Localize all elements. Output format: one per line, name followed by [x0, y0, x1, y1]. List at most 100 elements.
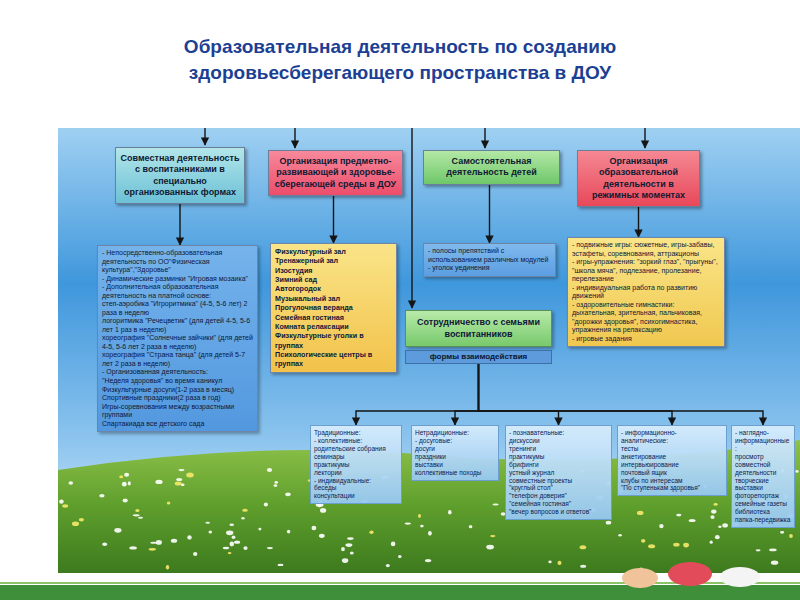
- node-subtext: интервьюирование: [621, 461, 723, 469]
- flower: [62, 504, 68, 507]
- flower: [771, 561, 778, 565]
- flower: [59, 499, 64, 503]
- node-text: Традиционные:: [314, 429, 398, 437]
- flower: [342, 558, 348, 563]
- node-subtext: Спартакиада все детского сада: [102, 420, 253, 429]
- flower: [648, 544, 655, 548]
- flower: [676, 514, 681, 517]
- header-box: Самостоятельная деятельность детей: [423, 150, 560, 185]
- node-subtext: анкетирование: [621, 453, 723, 461]
- flower: [405, 523, 411, 525]
- flower: [398, 555, 402, 558]
- flower: [425, 559, 431, 562]
- node-subtext: лектории: [314, 469, 398, 477]
- node-subtext: семейные газеты: [735, 500, 791, 508]
- form-box: Нетрадиционные:- досуговые:досугипраздни…: [411, 425, 499, 481]
- flower: [580, 565, 586, 568]
- flower: [714, 503, 718, 506]
- flower: [558, 561, 562, 565]
- node-subtext: практикумы: [509, 453, 608, 461]
- node-subtext: папка-передвижка: [735, 516, 791, 524]
- flower: [241, 517, 244, 519]
- flower: [548, 561, 551, 564]
- content-box: - подвижные игры: сюжетные, игры-забавы,…: [567, 237, 725, 347]
- flower: [448, 510, 452, 515]
- flower: [718, 526, 721, 528]
- node-subtext: коллективные походы: [415, 469, 495, 477]
- flower: [176, 478, 182, 481]
- flower: [167, 501, 171, 504]
- flower: [228, 552, 232, 554]
- incoming-arrow: [204, 128, 205, 145]
- flower: [418, 514, 421, 518]
- content-box: - Непосредственно-образовательная деятел…: [97, 245, 258, 432]
- node-subtext: - оздоровительные гимнастики: дыхательна…: [572, 301, 720, 335]
- node-subtext: творческие выставки: [735, 477, 791, 493]
- node-text: Физкультурный зал: [275, 247, 392, 256]
- flower: [264, 502, 268, 506]
- flower: [122, 482, 127, 487]
- connector: [489, 185, 490, 244]
- flower: [391, 542, 396, 547]
- flower: [242, 509, 248, 512]
- flower: [710, 541, 713, 544]
- node-text: - полосы препятствий с использованием ра…: [428, 247, 551, 264]
- node-subtext: - досуговые:: [415, 437, 495, 445]
- node-subtext: Спортивные праздники(2 раза в год): [102, 394, 253, 403]
- connector: [333, 196, 334, 243]
- flower: [114, 528, 121, 533]
- flower: [149, 548, 156, 551]
- photo-shape: [668, 562, 712, 586]
- node-text: - наглядно-информационные:: [735, 429, 791, 453]
- sky: [58, 128, 800, 573]
- flower: [138, 517, 143, 519]
- connector: [479, 364, 764, 425]
- flower: [490, 535, 495, 537]
- flower: [341, 547, 345, 551]
- flower: [223, 547, 229, 550]
- node-subtext: беседы: [314, 484, 398, 492]
- node-subtext: Физкультурные досуги(1-2 раза в месяц): [102, 386, 253, 395]
- flower: [267, 547, 273, 549]
- flower: [320, 508, 326, 513]
- node-subtext: Музыкальный зал: [275, 294, 392, 303]
- flower: [124, 473, 129, 477]
- node-subtext: "вечер вопросов и ответов": [509, 508, 608, 516]
- photo-shape: [720, 567, 760, 587]
- node-text: Нетрадиционные:: [415, 429, 495, 437]
- flower: [350, 552, 354, 555]
- node-subtext: Изостудия: [275, 266, 392, 275]
- flower: [230, 542, 235, 547]
- node-subtext: брифинги: [509, 461, 608, 469]
- flower: [156, 540, 162, 545]
- flower: [493, 503, 499, 505]
- node-subtext: тренинги: [509, 445, 608, 453]
- flower: [129, 546, 137, 549]
- flower: [274, 481, 278, 484]
- flower: [274, 484, 278, 487]
- node-subtext: Прогулочная веранда: [275, 303, 392, 312]
- family-box: Сотрудничество с семьями воспитанниковфо…: [405, 310, 552, 364]
- node-subtext: консультации: [314, 492, 398, 500]
- node-subtext: - Дополнительная образовательная деятель…: [102, 283, 253, 300]
- form-box: - наглядно-информационные:просмотр совме…: [731, 425, 795, 528]
- flower: [420, 525, 424, 528]
- incoming-arrow: [484, 128, 485, 148]
- form-box: Традиционные:- коллективные:родительские…: [310, 425, 402, 504]
- node-subtext: "Неделя здоровья" во время каникул: [102, 377, 253, 386]
- connector: [455, 364, 479, 425]
- node-subtext: - Организованная деятельность:: [102, 368, 253, 377]
- flower: [171, 539, 177, 543]
- node-subtext: - индивидуальные:: [314, 477, 398, 485]
- header-box: Организация образовательной деятельности…: [577, 150, 700, 207]
- flower: [178, 469, 184, 471]
- content-box: Физкультурный залТренажерный залИзостуди…: [270, 243, 397, 373]
- header-box: Совместная деятельность с воспитанниками…: [115, 147, 245, 204]
- photo-shape: [622, 568, 658, 588]
- flower: [79, 518, 84, 522]
- flower: [128, 481, 131, 485]
- node-subtext: "По ступенькам здоровья": [621, 484, 723, 492]
- flower: [319, 534, 325, 538]
- node-subtext: - игровые задания: [572, 335, 720, 344]
- node-subtext: почтовый ящик: [621, 469, 723, 477]
